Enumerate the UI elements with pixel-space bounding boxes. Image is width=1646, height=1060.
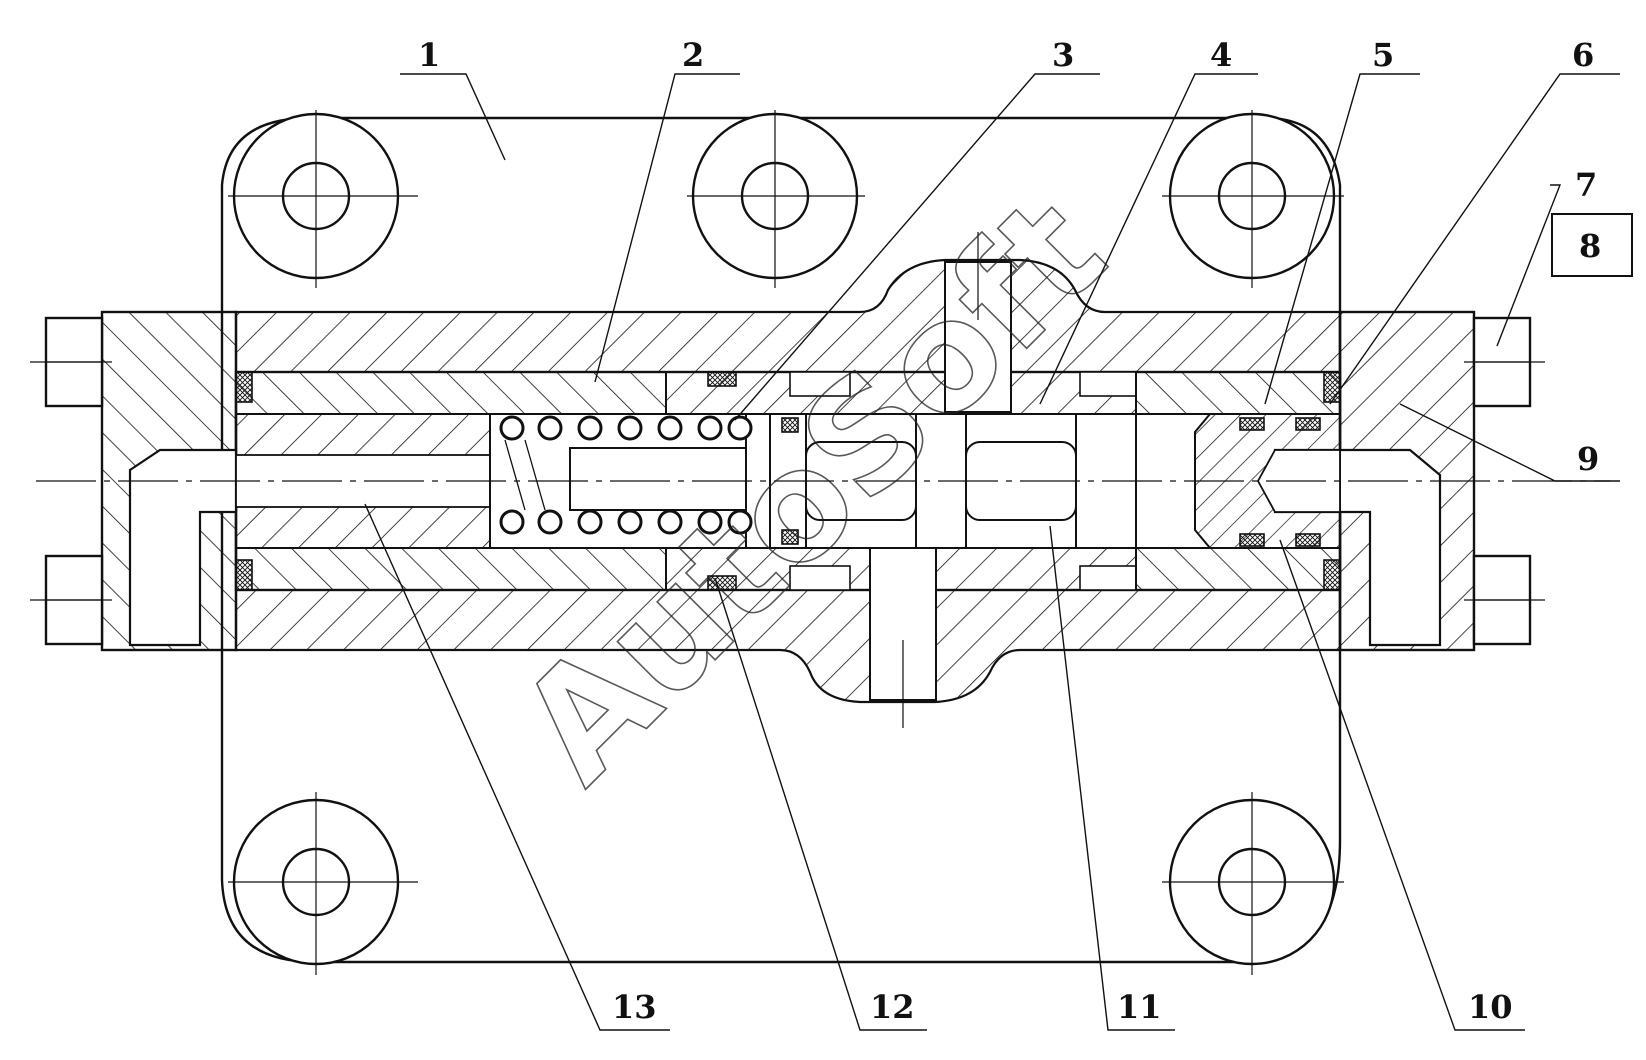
callout-3: 3 <box>1052 36 1074 74</box>
sleeve-slot-2 <box>1079 371 1137 397</box>
callout-11: 11 <box>1117 988 1162 1026</box>
right-sleeve-bottom <box>1135 547 1341 591</box>
axis-centerlines <box>30 232 1610 728</box>
callout-8: 8 <box>1579 227 1601 265</box>
callout-labels: 1 2 3 4 5 6 7 8 9 10 11 12 13 <box>418 36 1633 1026</box>
center-sleeve-top <box>665 371 1137 415</box>
callout-7: 7 <box>1575 166 1597 204</box>
spring <box>499 415 753 535</box>
leader-lines <box>364 73 1620 1031</box>
callout-5: 5 <box>1372 36 1394 74</box>
callout-10: 10 <box>1468 988 1513 1026</box>
bolt-hole-centerlines <box>228 110 1344 975</box>
callout-12: 12 <box>870 988 915 1026</box>
spring-guide-rod <box>569 447 747 511</box>
right-sleeve-top <box>1135 371 1341 415</box>
callout-13: 13 <box>612 988 657 1026</box>
callout-9: 9 <box>1577 440 1599 478</box>
top-port-channel <box>944 261 1012 413</box>
callout-4: 4 <box>1210 36 1232 74</box>
sleeve-liner-top <box>235 371 667 415</box>
sleeve-slot-4 <box>1079 565 1137 591</box>
left-end-cap-port <box>128 448 238 647</box>
callout-6: 6 <box>1572 36 1594 74</box>
o-ring-seals <box>235 371 1341 591</box>
callout-8-box <box>1551 213 1633 277</box>
callout-1: 1 <box>418 36 440 74</box>
sleeve-slot-3 <box>789 565 851 591</box>
callout-2: 2 <box>682 36 704 74</box>
sleeve-slot-1 <box>789 371 851 397</box>
